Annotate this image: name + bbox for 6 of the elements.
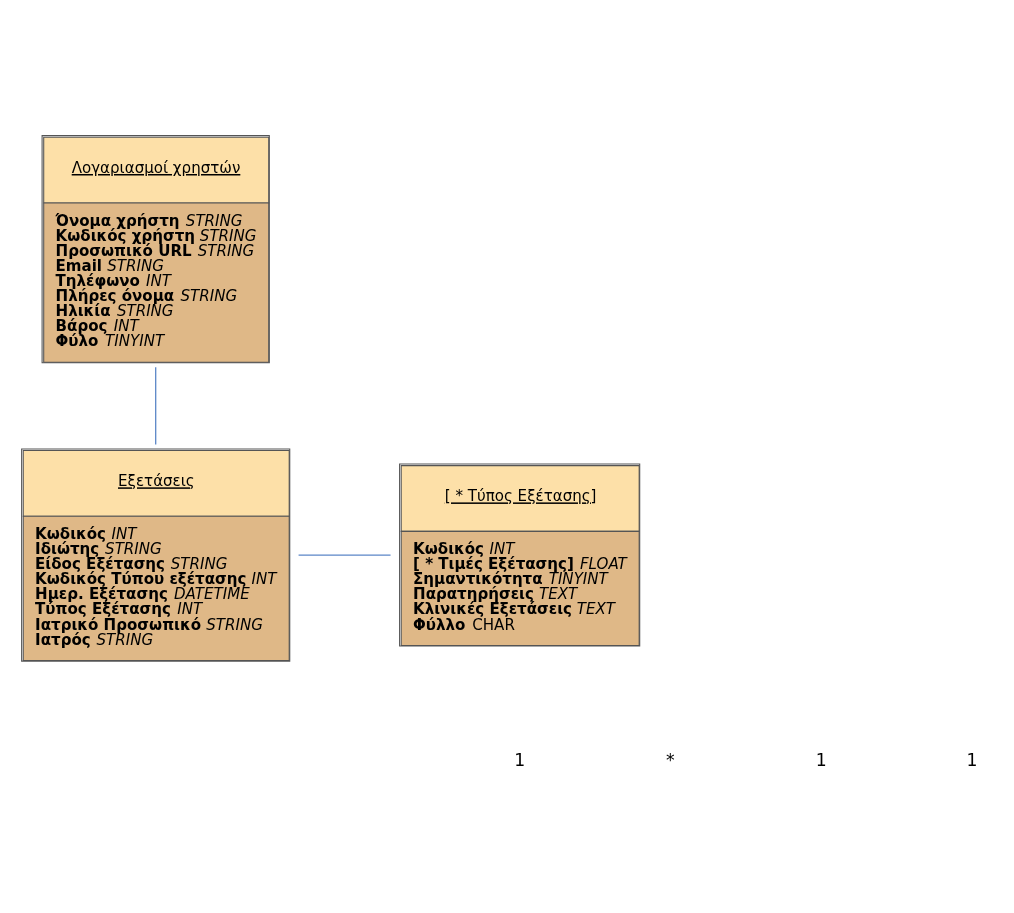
label: * [666, 750, 675, 771]
label: 1 [966, 750, 978, 771]
label: 1 [514, 750, 526, 771]
connector [155, 366, 157, 446]
label: 1 [815, 750, 827, 771]
connector [297, 554, 392, 556]
